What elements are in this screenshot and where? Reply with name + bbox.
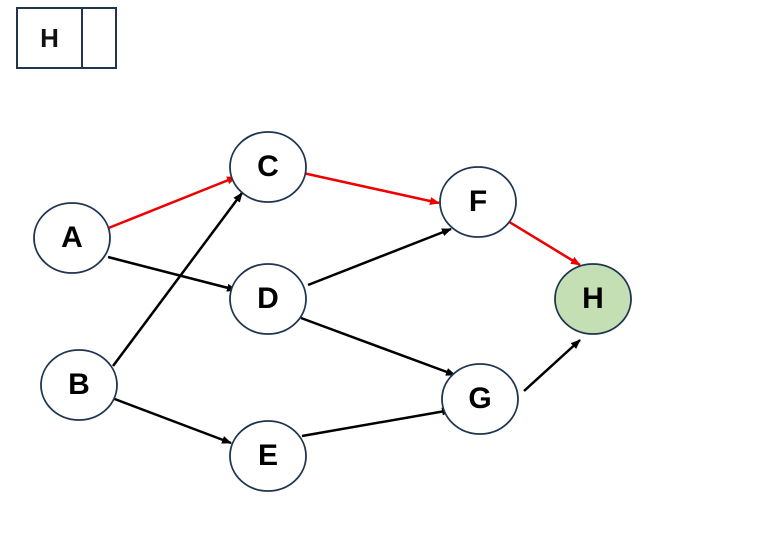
node-h: H: [554, 263, 632, 335]
node-g-label: G: [468, 382, 491, 415]
node-g-circle: [441, 363, 519, 435]
node-e-label: E: [258, 439, 278, 472]
node-d: D: [229, 263, 307, 335]
node-c-circle: [229, 131, 307, 203]
edge-d-f: [307, 227, 452, 287]
node-a-label: A: [61, 221, 83, 254]
node-f-label: F: [469, 185, 487, 218]
node-b-label: B: [68, 368, 90, 401]
node-b: B: [40, 349, 118, 421]
node-b-circle: [40, 349, 118, 421]
edge-f-h: [505, 218, 581, 267]
node-f: F: [439, 166, 517, 238]
edges-layer: [105, 171, 581, 445]
node-d-label: D: [257, 282, 279, 315]
node-h-label: H: [582, 282, 604, 315]
edge-g-h: [523, 339, 581, 392]
stack-box: H: [16, 7, 117, 69]
node-e: E: [229, 420, 307, 492]
edge-d-g: [300, 316, 456, 377]
edge-b-e: [111, 396, 232, 445]
edge-e-g: [301, 407, 452, 438]
edge-b-c: [111, 192, 244, 367]
node-g: G: [441, 363, 519, 435]
node-e-circle: [229, 420, 307, 492]
edge-a-d: [107, 255, 237, 292]
node-a-circle: [33, 202, 111, 274]
nodes-layer: A B C D E F G H: [33, 131, 632, 492]
node-c-label: C: [257, 150, 279, 183]
stack-cell-1: H: [18, 9, 83, 67]
edge-c-f: [302, 171, 440, 205]
node-d-circle: [229, 263, 307, 335]
node-h-circle: [554, 263, 632, 335]
edge-a-c: [105, 175, 237, 231]
node-c: C: [229, 131, 307, 203]
node-f-circle: [439, 166, 517, 238]
node-a: A: [33, 202, 111, 274]
